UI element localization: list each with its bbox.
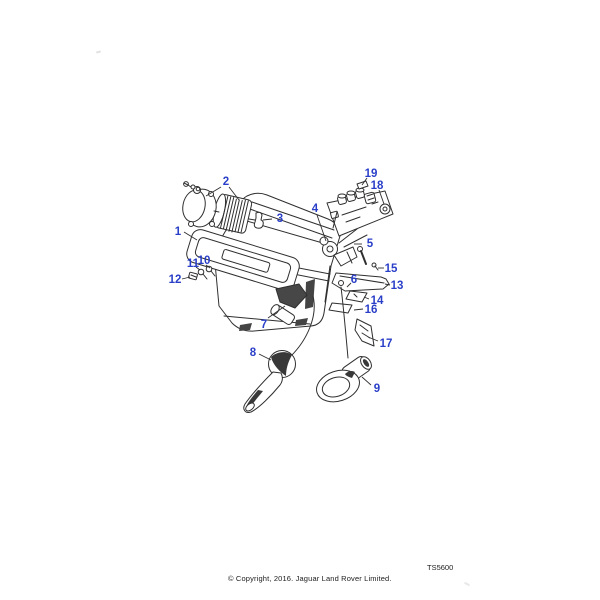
- leader-line-2: [205, 186, 222, 197]
- part-bracket-17: [354, 318, 375, 347]
- leader-line-11: [195, 266, 201, 271]
- part-blower-motor: [182, 186, 220, 228]
- callout-12: 12: [169, 274, 182, 286]
- callout-4: 4: [312, 203, 319, 215]
- leader-line-13: [384, 283, 391, 286]
- leader-line-1: [183, 231, 198, 241]
- leader-line-12: [181, 276, 191, 280]
- part-clip-3: [248, 211, 264, 229]
- callout-11: 11: [187, 258, 200, 270]
- leader-line-8: [258, 353, 272, 361]
- footer-copyright: © Copyright, 2016. Jaguar Land Rover Lim…: [228, 574, 392, 583]
- leader-line-16: [353, 308, 364, 311]
- leader-line-2: [228, 186, 240, 201]
- part-duct-9: [316, 356, 372, 403]
- callout-8: 8: [250, 347, 257, 359]
- callout-1: 1: [175, 226, 182, 238]
- callout-10: 10: [198, 255, 211, 267]
- leader-line-19: [361, 177, 368, 186]
- callout-9: 9: [374, 383, 380, 395]
- part-connector-block: [363, 191, 377, 205]
- callout-5: 5: [367, 238, 374, 250]
- part-seal-frame: [186, 229, 300, 291]
- callout-18: 18: [371, 180, 384, 192]
- callout-14: 14: [371, 295, 384, 307]
- part-screws-10-11-12: [188, 265, 216, 281]
- leader-line-17: [367, 336, 379, 342]
- leader-line-14: [363, 296, 370, 300]
- part-blower-fan: [212, 193, 253, 234]
- figure-code: TS5600: [427, 563, 454, 572]
- callout-15: 15: [385, 263, 398, 275]
- part-hose-lines: [290, 286, 349, 359]
- part-control-assembly: [319, 211, 379, 271]
- part-bracket-16: [328, 302, 353, 314]
- leader-line-4: [316, 214, 327, 242]
- leader-line-9: [361, 376, 372, 386]
- callout-16: 16: [365, 304, 378, 316]
- callout-2: 2: [223, 176, 229, 188]
- part-lever-7: [270, 283, 308, 325]
- part-resistor-plate: [326, 180, 394, 237]
- callout-17: 17: [380, 338, 393, 350]
- leader-line-6: [346, 282, 352, 288]
- callout-6: 6: [351, 274, 357, 286]
- callout-13: 13: [391, 280, 404, 292]
- leader-line-7: [267, 305, 286, 319]
- leader-line-18: [378, 189, 385, 205]
- part-motor-screws: [183, 181, 201, 192]
- leader-line-10: [205, 264, 211, 269]
- part-bracket-14: [345, 290, 368, 303]
- part-duct-8: [243, 350, 296, 413]
- leader-line-3: [262, 218, 273, 221]
- callout-7: 7: [261, 319, 267, 331]
- callout-19: 19: [365, 168, 378, 180]
- part-bracket-13: [331, 272, 390, 292]
- callout-3: 3: [277, 213, 283, 225]
